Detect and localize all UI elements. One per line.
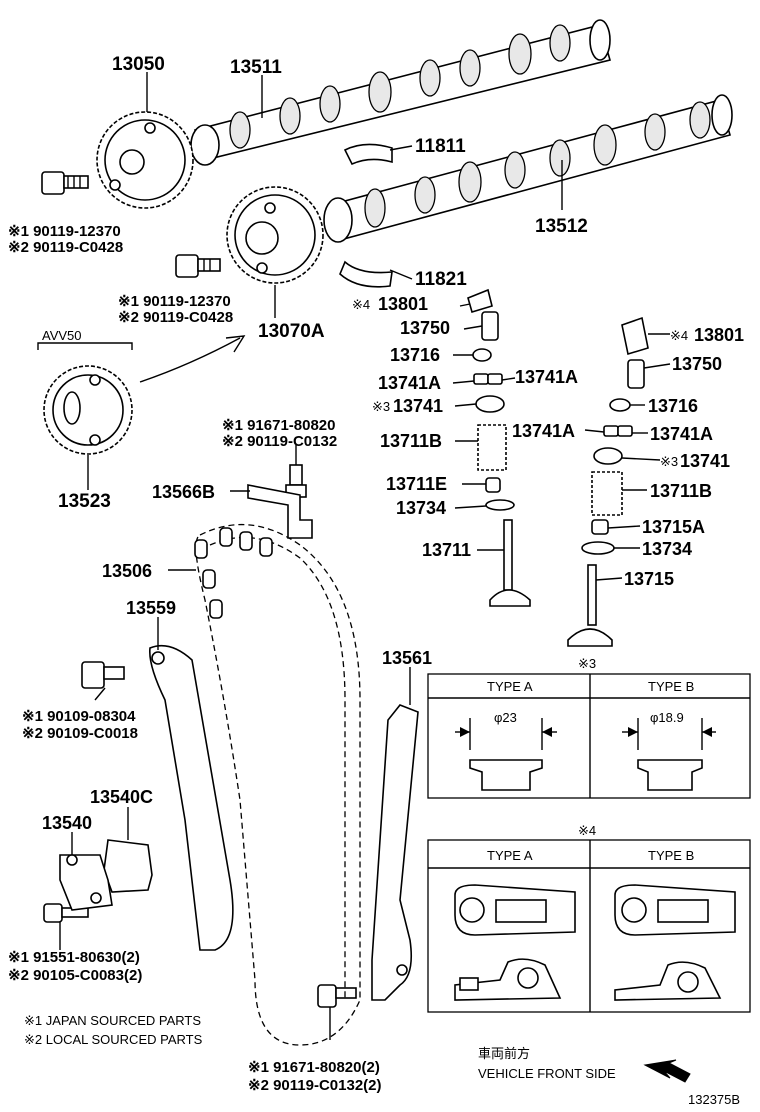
label-13741-top: 13741 bbox=[393, 396, 443, 416]
mark-4-right: ※4 bbox=[670, 328, 688, 343]
timing-chain-13506 bbox=[194, 524, 361, 1046]
label-13540: 13540 bbox=[42, 813, 92, 833]
label-11811: 11811 bbox=[415, 136, 466, 157]
ref-bolt2-b: ※2 90119-C0428 bbox=[118, 309, 233, 326]
label-13523: 13523 bbox=[58, 491, 111, 512]
table4-type-a-shape bbox=[454, 884, 576, 1001]
crank-sprocket-13523 bbox=[43, 365, 133, 455]
ref-bolt3-a: ※1 91671-80820 bbox=[222, 417, 336, 434]
label-13741a-right-left: 13741A bbox=[512, 421, 575, 441]
label-13715: 13715 bbox=[624, 569, 674, 589]
bolt-13070a bbox=[175, 254, 221, 278]
valve-train-right bbox=[567, 316, 649, 647]
valve-train-left bbox=[467, 288, 531, 607]
label-13741a-right-right: 13741A bbox=[650, 424, 713, 444]
label-11821: 11821 bbox=[415, 269, 467, 290]
tensioner-13540 bbox=[59, 839, 153, 911]
label-13512: 13512 bbox=[535, 216, 588, 237]
ref-bolt4-b: ※2 90109-C0018 bbox=[22, 725, 138, 742]
label-13715a: 13715A bbox=[642, 517, 705, 537]
ref-bolt1-a: ※1 90119-12370 bbox=[8, 223, 121, 240]
bolt-13559 bbox=[81, 661, 125, 689]
label-13801-right: 13801 bbox=[694, 325, 744, 345]
label-13741a-top-right: 13741A bbox=[515, 367, 578, 387]
table3-dim-a: φ23 bbox=[494, 710, 517, 725]
table-type-3 bbox=[427, 673, 751, 799]
cam-timing-gear-13050 bbox=[96, 111, 194, 209]
label-13750-right: 13750 bbox=[672, 354, 722, 374]
label-13734-right: 13734 bbox=[642, 539, 692, 559]
ref-bolt5-a: ※1 91551-80630(2) bbox=[8, 949, 140, 966]
legend-local: ※2 LOCAL SOURCED PARTS bbox=[24, 1032, 203, 1047]
ref-bolt6-a: ※1 91671-80820(2) bbox=[248, 1059, 380, 1076]
table3-type-b: TYPE B bbox=[648, 679, 694, 694]
label-13711b-left: 13711B bbox=[380, 431, 442, 451]
chain-guide-13566b bbox=[247, 484, 313, 539]
tensioner-arm-13559 bbox=[148, 644, 234, 951]
ref-bolt1-b: ※2 90119-C0428 bbox=[8, 239, 123, 256]
camshaft-13511 bbox=[190, 19, 611, 166]
drawing-number: 132375B bbox=[688, 1092, 740, 1107]
ref-bolt2-a: ※1 90119-12370 bbox=[118, 293, 231, 310]
ref-bolt3-b: ※2 90119-C0132 bbox=[222, 433, 337, 450]
mark-3-right: ※3 bbox=[660, 454, 678, 469]
label-13801-top: 13801 bbox=[378, 294, 428, 314]
mark-4-top: ※4 bbox=[352, 297, 370, 312]
table3-dim-b: φ18.9 bbox=[650, 710, 684, 725]
avv50-bracket bbox=[37, 335, 246, 383]
label-front-en: VEHICLE FRONT SIDE bbox=[478, 1066, 616, 1081]
label-13716-top: 13716 bbox=[390, 345, 440, 365]
label-13716-right: 13716 bbox=[648, 396, 698, 416]
table3-type-a-shape bbox=[455, 718, 557, 791]
label-13566b: 13566B bbox=[152, 482, 215, 502]
label-13711e: 13711E bbox=[386, 474, 447, 494]
table4-type-a: TYPE A bbox=[487, 848, 533, 863]
label-13070a: 13070A bbox=[258, 321, 325, 342]
camshaft-13512 bbox=[323, 94, 733, 243]
table4-mark: ※4 bbox=[578, 823, 596, 838]
label-avv50: AVV50 bbox=[42, 328, 82, 343]
bolt-13561 bbox=[317, 984, 357, 1008]
chain-guide-13561 bbox=[371, 704, 419, 1001]
label-13734-left: 13734 bbox=[396, 498, 446, 518]
label-13050: 13050 bbox=[112, 54, 165, 75]
label-13540c: 13540C bbox=[90, 787, 153, 807]
vehicle-front-arrow-icon bbox=[643, 1059, 691, 1083]
cam-timing-gear-13070a bbox=[226, 186, 324, 284]
label-front-jp: 車両前方 bbox=[478, 1046, 530, 1061]
legend-japan: ※1 JAPAN SOURCED PARTS bbox=[24, 1013, 201, 1028]
label-13741a-top-left: 13741A bbox=[378, 373, 441, 393]
leader-lines bbox=[59, 72, 671, 1040]
table4-type-b-shape bbox=[614, 884, 736, 1001]
label-13750-top: 13750 bbox=[400, 318, 450, 338]
table-type-4 bbox=[427, 839, 751, 1013]
bearing-11811 bbox=[343, 143, 393, 166]
bearing-11821 bbox=[339, 260, 393, 288]
label-13506: 13506 bbox=[102, 561, 152, 581]
label-13511: 13511 bbox=[230, 57, 282, 78]
ref-bolt4-a: ※1 90109-08304 bbox=[22, 708, 136, 725]
label-13711: 13711 bbox=[422, 540, 471, 560]
label-13559: 13559 bbox=[126, 598, 176, 618]
table3-type-b-shape bbox=[622, 718, 716, 791]
label-13711b-right: 13711B bbox=[650, 481, 712, 501]
label-13561: 13561 bbox=[382, 648, 432, 668]
table4-type-b: TYPE B bbox=[648, 848, 694, 863]
label-13741-right: 13741 bbox=[680, 451, 730, 471]
mark-3-top: ※3 bbox=[372, 399, 390, 414]
ref-bolt5-b: ※2 90105-C0083(2) bbox=[8, 967, 142, 984]
bolt-13050 bbox=[41, 171, 89, 195]
table3-mark: ※3 bbox=[578, 656, 596, 671]
table3-type-a: TYPE A bbox=[487, 679, 533, 694]
ref-bolt6-b: ※2 90119-C0132(2) bbox=[248, 1077, 382, 1094]
